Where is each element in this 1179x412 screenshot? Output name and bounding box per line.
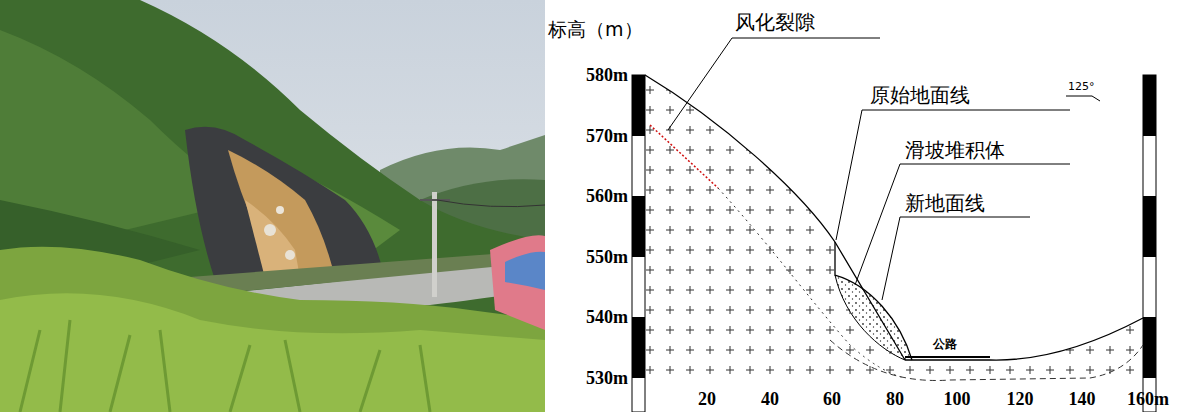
orientation-label: 125° [1068, 81, 1095, 94]
callout-label: 滑坡堆积体 [905, 139, 1005, 162]
road-label: 公路 [931, 338, 959, 352]
elevation-tick: 540m [586, 307, 628, 328]
elevation-tick: 570m [586, 126, 628, 147]
elevation-tick: 530m [586, 368, 628, 389]
axis-title: 标高（m） [548, 19, 643, 41]
elevation-tick: 580m [586, 65, 628, 86]
distance-tick: 80 [886, 389, 904, 410]
distance-tick: 140 [1069, 389, 1096, 410]
distance-tick: 20 [698, 389, 716, 410]
distance-tick: 120 [1007, 389, 1034, 410]
site-photo [0, 0, 545, 412]
distance-tick: 100 [944, 389, 971, 410]
cross-section [632, 38, 1156, 412]
callout-label: 原始地面线 [870, 84, 970, 107]
distance-tick: 60 [823, 389, 841, 410]
distance-tick: 160m [1127, 389, 1169, 410]
callout-label: 风化裂隙 [735, 11, 815, 34]
distance-tick: 40 [761, 389, 779, 410]
callout-label: 新地面线 [905, 192, 985, 215]
elevation-tick: 550m [586, 247, 628, 268]
elevation-tick: 560m [586, 186, 628, 207]
